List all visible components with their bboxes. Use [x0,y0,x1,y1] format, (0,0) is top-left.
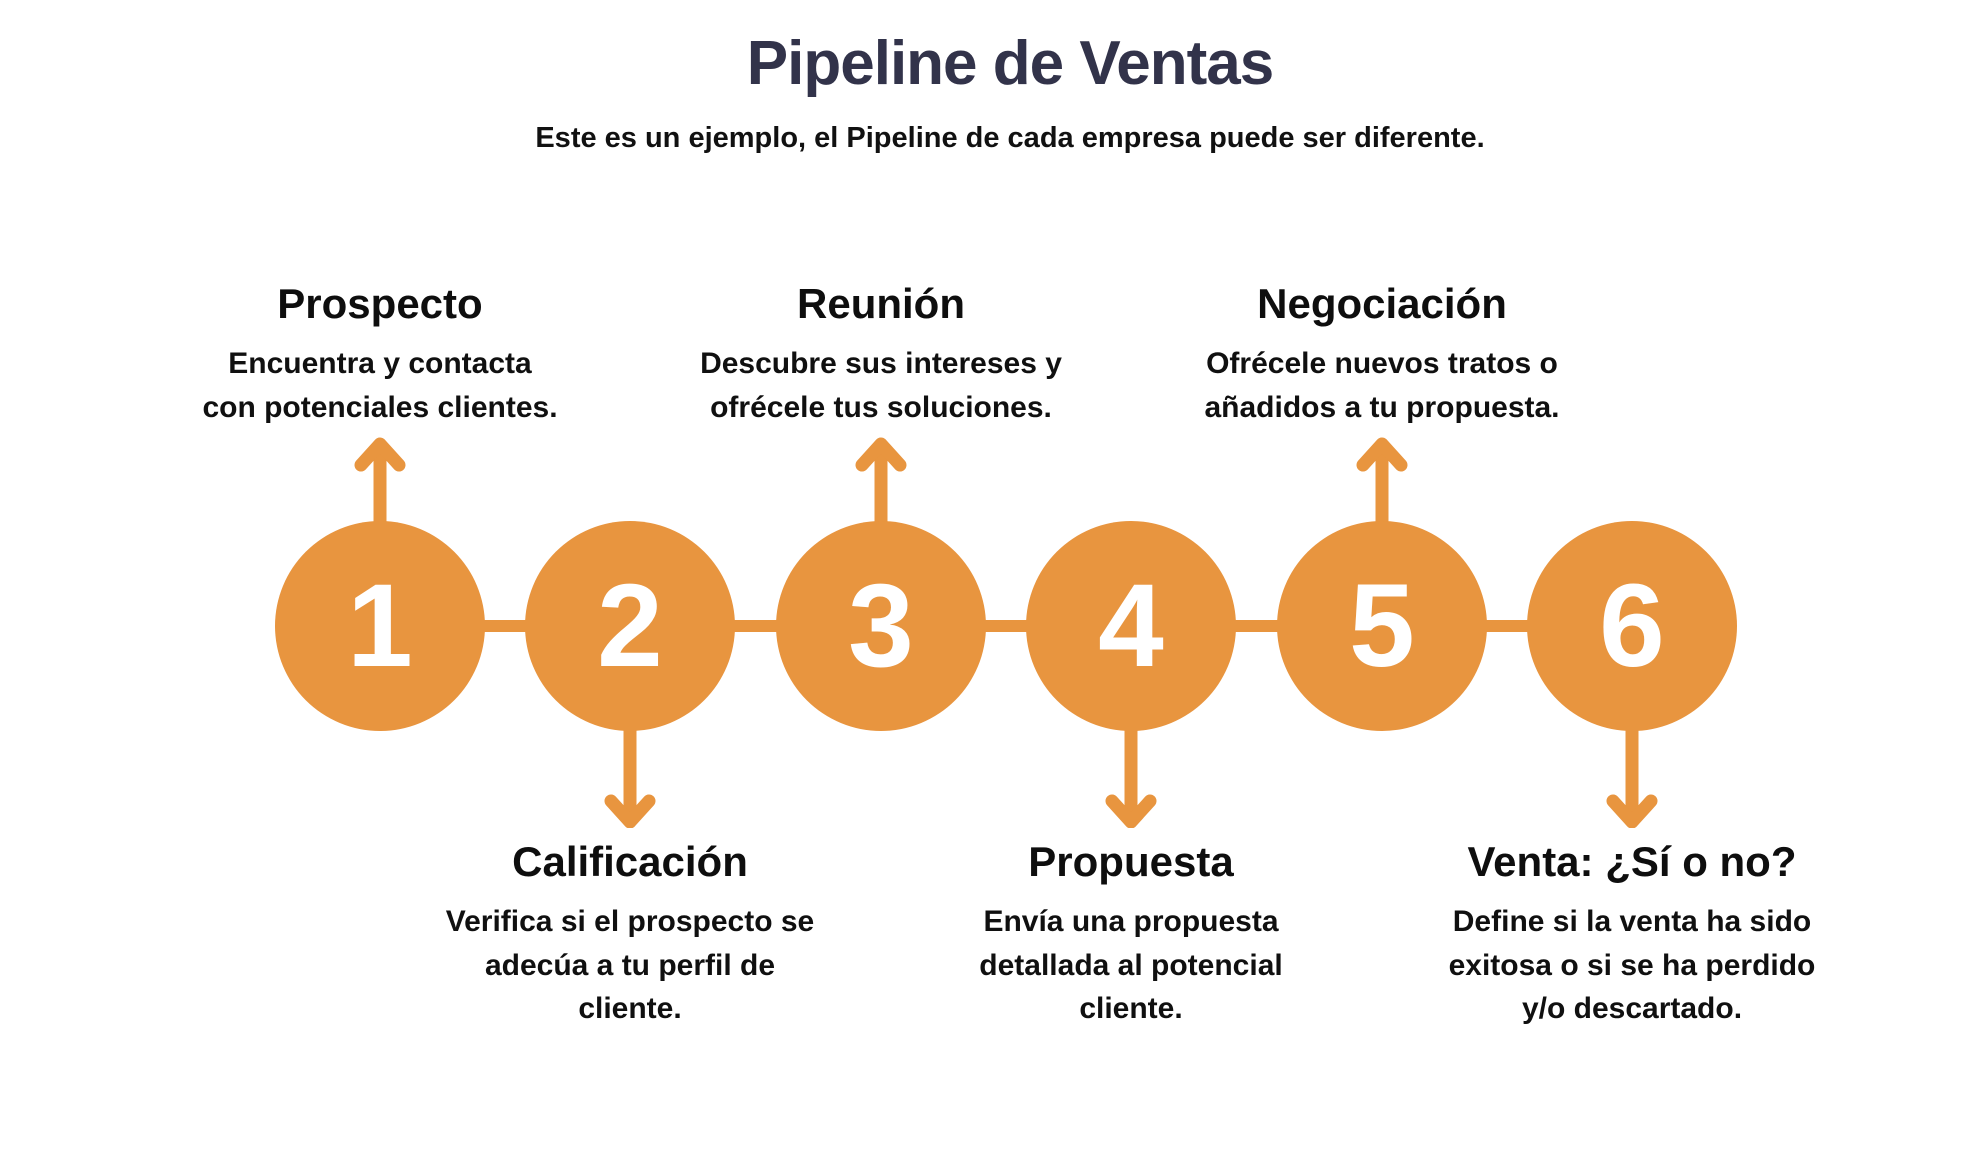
arrow-up-icon [855,437,907,526]
step-4-description: Envía una propuesta detallada al potenci… [979,905,1283,1026]
step-6-circle: 6 [1527,521,1737,731]
step-6-description: Define si la venta ha sido exitosa o si … [1448,905,1816,1026]
arrow-down-icon [604,726,656,828]
step-2-circle: 2 [525,521,735,731]
arrow-up-icon [354,437,406,526]
step-2-description: Verifica si el prospecto se adecúa a tu … [445,905,815,1026]
step-5-title: Negociación [1257,280,1507,327]
step-5-circle: 5 [1277,521,1487,731]
step-4-label-group: Propuesta Envía una propuesta detallada … [851,838,1411,1031]
step-6-number: 6 [1599,560,1665,692]
step-6-title: Venta: ¿Sí o no? [1467,838,1797,885]
page-title: Pipeline de Ventas [746,29,1274,98]
page-subtitle: Este es un ejemplo, el Pipeline de cada … [535,122,1485,155]
step-2-title: Calificación [512,838,748,885]
step-3-description: Descubre sus intereses y ofrécele tus so… [700,347,1062,424]
step-4-number: 4 [1098,560,1164,692]
arrow-down-icon [1105,726,1157,828]
step-4-title: Propuesta [1028,838,1234,885]
step-6-label-group: Venta: ¿Sí o no? Define si la venta ha s… [1352,838,1912,1031]
step-1-title: Prospecto [277,280,483,327]
connector-line [475,620,535,632]
connector-line [976,620,1036,632]
step-2-label-group: Calificación Verifica si el prospecto se… [350,838,910,1031]
step-2-number: 2 [597,560,663,692]
step-3-title: Reunión [797,280,965,327]
step-3-label-group: Reunión Descubre sus intereses y ofrécel… [601,280,1161,429]
step-1-description: Encuentra y contacta con potenciales cli… [202,347,558,424]
step-5-number: 5 [1349,560,1415,692]
step-5-description: Ofrécele nuevos tratos o añadidos a tu p… [1204,347,1560,424]
step-1-circle: 1 [275,521,485,731]
step-5-label-group: Negociación Ofrécele nuevos tratos o aña… [1102,280,1662,429]
connector-line [725,620,785,632]
header: Pipeline de Ventas Este es un ejemplo, e… [26,29,1968,155]
connector-line [1226,620,1286,632]
connector-line [1477,620,1537,632]
step-1-label-group: Prospecto Encuentra y contacta con poten… [100,280,660,429]
step-3-number: 3 [848,560,914,692]
step-4-circle: 4 [1026,521,1236,731]
arrow-up-icon [1356,437,1408,526]
step-1-number: 1 [347,560,413,692]
step-3-circle: 3 [776,521,986,731]
arrow-down-icon [1606,726,1658,828]
